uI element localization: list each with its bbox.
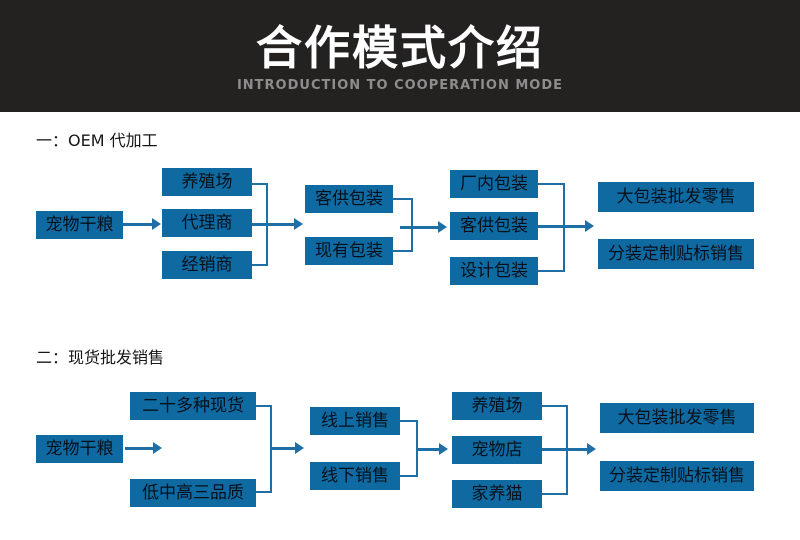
arrow-shaft bbox=[252, 223, 294, 226]
arrow-shaft bbox=[270, 447, 295, 450]
arrow-head-icon bbox=[295, 442, 304, 454]
flow-box-s1-col3-1: 客供包装 bbox=[450, 212, 538, 240]
flow-box-s2-col4-0: 大包装批发零售 bbox=[600, 403, 754, 433]
connector-line bbox=[400, 475, 418, 477]
flow-box-s2-col3-0: 养殖场 bbox=[452, 392, 542, 420]
flow-box-s2-col4-1: 分装定制贴标销售 bbox=[600, 461, 754, 491]
arrow-head-icon bbox=[153, 442, 162, 454]
section-2-title: 二：现货批发销售 bbox=[36, 348, 165, 367]
connector-line bbox=[252, 264, 268, 266]
flow-box-s1-col3-2: 设计包装 bbox=[450, 257, 538, 285]
page-title: 合作模式介绍 bbox=[256, 21, 544, 75]
connector-line bbox=[542, 493, 568, 495]
flow-box-s2-source: 宠物干粮 bbox=[36, 435, 123, 463]
flow-box-s2-col1-1: 低中高三品质 bbox=[130, 479, 256, 507]
flow-box-s1-col2-0: 客供包装 bbox=[305, 185, 393, 213]
arrow-shaft bbox=[416, 448, 439, 451]
arrow-head-icon bbox=[152, 218, 161, 230]
arrow-head-icon bbox=[585, 220, 594, 232]
connector-line bbox=[252, 183, 268, 185]
connector-line bbox=[538, 183, 565, 185]
page-subtitle: INTRODUCTION TO COOPERATION MODE bbox=[236, 78, 564, 93]
arrow-shaft bbox=[125, 447, 153, 450]
flow-box-s2-col3-1: 宠物店 bbox=[452, 436, 542, 464]
flow-box-s2-col1-0: 二十多种现货 bbox=[130, 392, 256, 420]
arrow-head-icon bbox=[294, 218, 303, 230]
arrow-shaft bbox=[400, 226, 438, 229]
arrow-shaft bbox=[538, 225, 585, 228]
flow-box-s1-col4-1: 分装定制贴标销售 bbox=[598, 239, 754, 269]
flow-box-s1-col1-0: 养殖场 bbox=[162, 168, 252, 196]
flow-box-s1-col1-1: 代理商 bbox=[162, 209, 252, 237]
connector-line bbox=[400, 420, 418, 422]
section-1-title: 一：OEM 代加工 bbox=[36, 131, 158, 150]
connector-line bbox=[256, 405, 272, 407]
flow-box-s2-col3-2: 家养猫 bbox=[452, 480, 542, 508]
arrow-head-icon bbox=[439, 443, 448, 455]
flow-box-s2-col2-1: 线下销售 bbox=[310, 462, 400, 490]
flow-box-s1-source: 宠物干粮 bbox=[36, 211, 123, 239]
arrow-shaft bbox=[542, 448, 587, 451]
arrow-head-icon bbox=[438, 221, 447, 233]
connector-line bbox=[393, 198, 413, 200]
flow-box-s2-col2-0: 线上销售 bbox=[310, 407, 400, 435]
connector-line bbox=[542, 405, 568, 407]
arrow-head-icon bbox=[587, 443, 596, 455]
flow-box-s1-col1-2: 经销商 bbox=[162, 251, 252, 279]
arrow-shaft bbox=[123, 223, 152, 226]
flow-box-s1-col2-1: 现有包装 bbox=[305, 237, 393, 265]
connector-line bbox=[411, 198, 413, 252]
connector-line bbox=[256, 491, 272, 493]
flow-box-s1-col3-0: 厂内包装 bbox=[450, 170, 538, 198]
connector-line bbox=[393, 250, 413, 252]
header-banner: 合作模式介绍 INTRODUCTION TO COOPERATION MODE bbox=[0, 0, 800, 112]
flow-box-s1-col4-0: 大包装批发零售 bbox=[598, 182, 754, 212]
connector-line bbox=[538, 270, 565, 272]
